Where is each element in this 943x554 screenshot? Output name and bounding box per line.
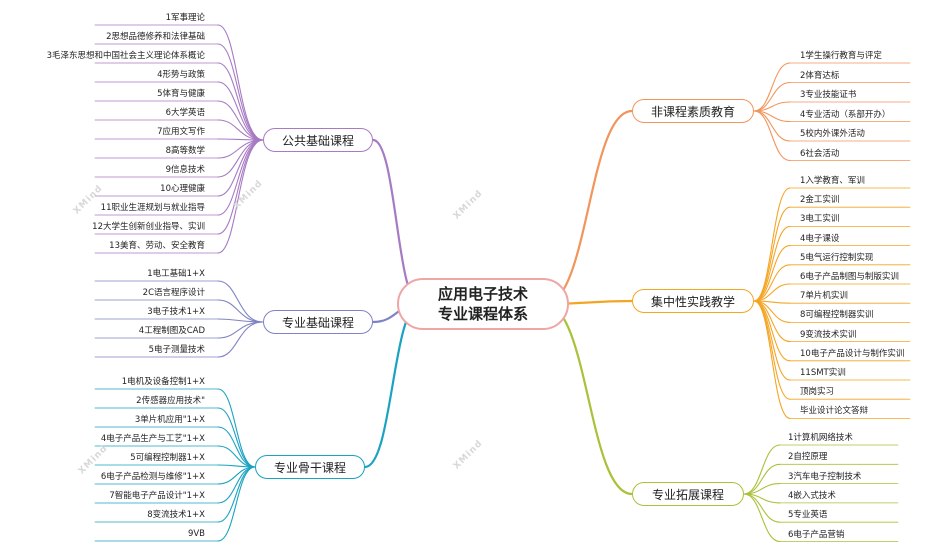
leaf-topic-core-3[interactable]: 3单片机应用"1+X: [134, 415, 205, 425]
branch-label: 专业基础课程: [281, 315, 354, 330]
leaf-topic-core-8[interactable]: 8变流技术1+X: [147, 510, 205, 520]
leaf-topic-public-10[interactable]: 10心理健康: [160, 184, 205, 194]
leaf-topic-public-6[interactable]: 6大学英语: [165, 108, 205, 118]
leaf-connector: [217, 321, 264, 339]
leaf-topic-professional-3[interactable]: 3电子技术1+X: [147, 307, 205, 317]
leaf-topic-professional-4[interactable]: 4工程制图及CAD: [138, 326, 205, 336]
leaf-topic-practice-2[interactable]: 2金工实训: [800, 195, 840, 206]
leaf-connector: [753, 206, 791, 302]
leaf-topic-practice-11[interactable]: 11SMT实训: [800, 368, 846, 378]
leaf-topic-core-9[interactable]: 9VB: [187, 529, 205, 539]
leaf-topic-practice-4[interactable]: 4电子课设: [800, 233, 840, 244]
leaf-topic-non_course-4[interactable]: 4专业活动（系部开办）: [800, 109, 891, 120]
branch-label: 集中性实践教学: [650, 294, 735, 309]
leaf-connector: [217, 139, 264, 254]
leaf-connector: [753, 225, 791, 302]
leaf-topic-practice-8[interactable]: 8可编程控制器实训: [800, 310, 874, 321]
leaf-connector: [217, 426, 256, 468]
leaf-connector: [217, 24, 264, 141]
leaf-topic-practice-6[interactable]: 6电子产品制图与制版实训: [800, 272, 899, 282]
leaf-topic-core-2[interactable]: 2传感器应用技术": [136, 396, 205, 406]
leaf-connector: [217, 388, 256, 468]
leaf-topic-core-5[interactable]: 5可编程控制器1+X: [130, 453, 205, 463]
leaf-connector: [743, 493, 781, 543]
leaf-topic-professional-5[interactable]: 5电子测量技术: [148, 345, 205, 355]
branch-professional-basic-courses[interactable]: 专业基础课程: [263, 310, 373, 334]
leaf-connector: [753, 62, 791, 112]
leaf-topic-non_course-3[interactable]: 3专业技能证书: [800, 90, 857, 100]
leaf-topic-core-7[interactable]: 7智能电子产品设计"1+X: [109, 491, 205, 501]
branch-public-basic-courses[interactable]: 公共基础课程: [263, 128, 373, 152]
branch-label: 公共基础课程: [281, 133, 354, 148]
leaf-connector: [743, 444, 781, 495]
leaf-connector: [217, 445, 256, 468]
leaf-topic-public-8[interactable]: 8高等数学: [165, 146, 205, 156]
central-topic[interactable]: 应用电子技术 专业课程体系: [397, 278, 569, 330]
leaf-topic-extension-2[interactable]: 2自控原理: [788, 452, 828, 463]
leaf-topic-professional-2[interactable]: 2C语言程序设计: [142, 288, 205, 298]
branch-extension-courses[interactable]: 专业拓展课程: [632, 482, 744, 506]
leaf-topic-public-12[interactable]: 12大学生创新创业指导、实训: [92, 222, 205, 232]
leaf-topic-public-13[interactable]: 13美育、劳动、安全教育: [109, 241, 205, 251]
leaf-topic-non_course-1[interactable]: 1学生操行教育与评定: [800, 51, 882, 61]
leaf-topic-professional-1[interactable]: 1电工基础1+X: [147, 269, 205, 279]
leaf-connector: [217, 466, 256, 542]
leaf-topic-extension-5[interactable]: 5专业英语: [788, 510, 828, 521]
trunk-connector: [363, 302, 422, 469]
leaf-connector: [753, 300, 791, 419]
leaf-topic-practice-3[interactable]: 3电工实训: [800, 214, 840, 225]
branch-non-course-education[interactable]: 非课程素质教育: [632, 99, 754, 123]
leaf-connector: [217, 407, 256, 468]
leaf-topic-public-1[interactable]: 1军事理论: [165, 13, 205, 23]
leaf-topic-practice-13[interactable]: 毕业设计论文答辩: [800, 406, 869, 417]
leaf-topic-non_course-2[interactable]: 2体育达标: [800, 70, 840, 81]
leaf-topic-public-4[interactable]: 4形势与政策: [157, 70, 205, 80]
leaf-topic-non_course-6[interactable]: 6社会活动: [800, 148, 840, 159]
central-topic-line2: 专业课程体系: [437, 305, 528, 323]
leaf-topic-non_course-5[interactable]: 5校内外课外活动: [800, 129, 865, 139]
leaf-topic-practice-9[interactable]: 9变流技术实训: [800, 329, 857, 340]
leaf-topic-public-9[interactable]: 9信息技术: [165, 165, 205, 175]
branch-label: 专业拓展课程: [651, 487, 724, 502]
leaf-topic-practice-5[interactable]: 5电气运行控制实现: [800, 252, 874, 263]
leaf-topic-extension-4[interactable]: 4嵌入式技术: [788, 490, 836, 501]
leaf-topic-public-11[interactable]: 11职业生涯规划与就业指导: [100, 203, 205, 213]
leaf-topic-extension-1[interactable]: 1计算机网络技术: [788, 433, 853, 443]
leaf-topic-core-6[interactable]: 6电子产品检测与维修"1+X: [100, 472, 205, 482]
trunk-connector: [543, 302, 634, 496]
leaf-connector: [217, 62, 264, 141]
leaf-connector: [217, 321, 264, 358]
leaf-connector: [217, 466, 256, 504]
leaf-topic-practice-10[interactable]: 10电子产品设计与制作实训: [800, 348, 905, 359]
branch-practical-teaching[interactable]: 集中性实践教学: [632, 289, 754, 313]
leaf-topic-public-7[interactable]: 7应用文写作: [157, 127, 205, 137]
leaf-connector: [217, 81, 264, 141]
leaf-topic-public-2[interactable]: 2思想品德修养和法律基础: [106, 32, 205, 42]
leaf-connector: [753, 300, 791, 400]
central-topic-line1: 应用电子技术: [437, 285, 528, 303]
branch-core-courses[interactable]: 专业骨干课程: [255, 455, 365, 479]
branch-label: 专业骨干课程: [273, 460, 346, 475]
leaf-connector: [753, 264, 791, 302]
leaf-topic-practice-12[interactable]: 顶岗实习: [800, 387, 835, 398]
leaf-topic-practice-1[interactable]: 1入学教育、军训: [800, 176, 865, 186]
leaf-topic-extension-3[interactable]: 3汽车电子控制技术: [788, 471, 862, 482]
leaf-connector: [753, 187, 791, 302]
leaf-connector: [753, 110, 791, 162]
leaf-topic-public-5[interactable]: 5体育与健康: [157, 89, 205, 99]
leaf-topic-core-4[interactable]: 4电子产品生产与工艺"1+X: [100, 434, 205, 444]
leaf-connector: [217, 43, 264, 141]
leaf-topic-public-3[interactable]: 3毛泽东思想和中国社会主义理论体系概论: [46, 51, 205, 61]
branch-label: 非课程素质教育: [650, 104, 735, 119]
trunk-connector: [543, 109, 634, 306]
leaf-topic-extension-6[interactable]: 6电子产品营销: [788, 529, 845, 540]
leaf-topic-practice-7[interactable]: 7单片机实训: [800, 291, 848, 302]
leaf-topic-core-1[interactable]: 1电机及设备控制1+X: [121, 377, 205, 387]
